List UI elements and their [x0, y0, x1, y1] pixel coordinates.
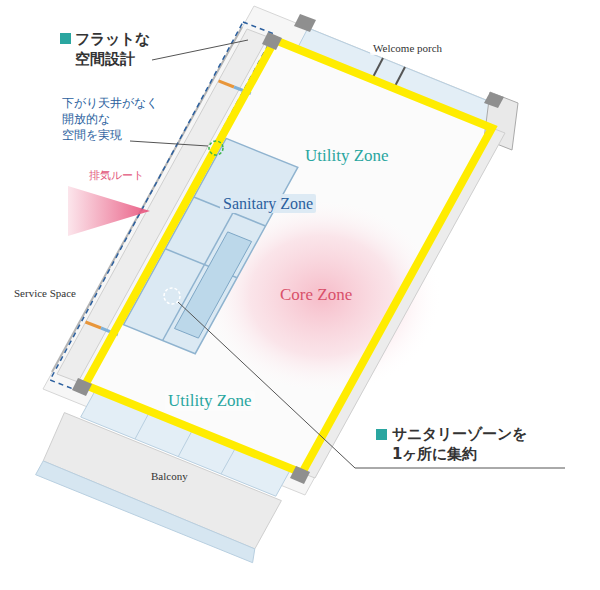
mullion: [221, 447, 236, 474]
mullion: [178, 429, 193, 457]
zone-label: Sanitary Zone: [220, 194, 316, 213]
zone-label: Utility Zone: [165, 391, 255, 411]
sanitary-block: [124, 138, 298, 353]
note-text: 下がり天井がなく 開放的な 空間を実現: [62, 96, 166, 144]
pillar-cap: [72, 378, 92, 396]
callout-text: サニタリーゾーンを 1ヶ所に集約: [392, 424, 544, 465]
vent-mark: [86, 322, 102, 328]
exhaust-arrow: [68, 186, 150, 236]
callout-circle: [209, 141, 223, 155]
glass-wall: [297, 28, 503, 128]
bullet-square: [60, 33, 71, 44]
zone-label: Core Zone: [280, 285, 352, 305]
callout-text: フラットな 空間設計: [75, 29, 175, 70]
mullion: [135, 411, 150, 439]
area-label: Balcony: [148, 470, 191, 483]
area-label: Welcome porch: [370, 42, 445, 55]
leader-line: [152, 40, 248, 60]
route-label: 排気ルート: [86, 169, 147, 182]
bullet-square: [376, 429, 387, 440]
pillar-cap: [294, 14, 316, 32]
zone-label: Utility Zone: [305, 146, 389, 166]
callout-circle: [164, 288, 180, 304]
leader-line: [130, 141, 208, 146]
pillar-cap: [484, 92, 504, 108]
pillar-cap: [262, 32, 282, 50]
pillar-cap: [290, 466, 310, 484]
area-label: Service Space: [14, 287, 76, 300]
leader-line: [178, 302, 565, 468]
bathtub: [175, 232, 252, 338]
vent-mark: [219, 81, 235, 87]
balcony-railing: [36, 461, 255, 563]
